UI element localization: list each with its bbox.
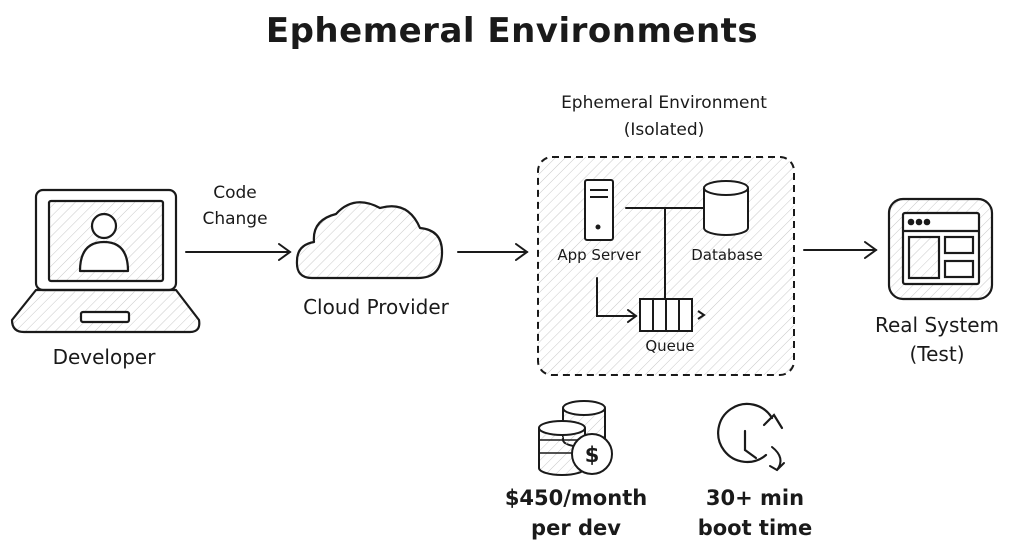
boot-time-line1: 30+ min [705, 486, 805, 510]
developer-label: Developer [52, 345, 156, 369]
app-server-label: App Server [557, 246, 641, 264]
queue-icon [639, 298, 706, 332]
arrow-cloud-to-environment [457, 243, 529, 261]
arrow-code-change [185, 243, 292, 261]
arrow-environment-to-real-system [803, 241, 878, 259]
boot-time-line2: boot time [697, 516, 813, 540]
real-system-label-line1: Real System [874, 313, 1000, 337]
environment-connectors [596, 207, 705, 323]
code-change-label-line1: Code [213, 183, 257, 203]
laptop-icon [10, 188, 201, 334]
environment-title-line1: Ephemeral Environment [561, 93, 767, 113]
real-system-label-line2: (Test) [909, 342, 965, 366]
page-title: Ephemeral Environments [265, 11, 759, 51]
coins-icon: $ [538, 400, 613, 476]
cost-price-line1: $450/month [504, 486, 648, 510]
queue-label: Queue [645, 337, 695, 355]
database-label: Database [691, 246, 763, 264]
database-icon [703, 180, 749, 236]
server-icon [584, 179, 614, 241]
browser-window-icon [887, 197, 994, 301]
code-change-label-line2: Change [202, 209, 268, 229]
cloud-icon [295, 201, 444, 280]
cost-price-line2: per dev [531, 516, 621, 540]
clock-icon [717, 402, 785, 472]
environment-title-line2: (Isolated) [623, 120, 705, 140]
cloud-provider-label: Cloud Provider [303, 295, 449, 319]
svg-text:$: $ [585, 443, 600, 467]
